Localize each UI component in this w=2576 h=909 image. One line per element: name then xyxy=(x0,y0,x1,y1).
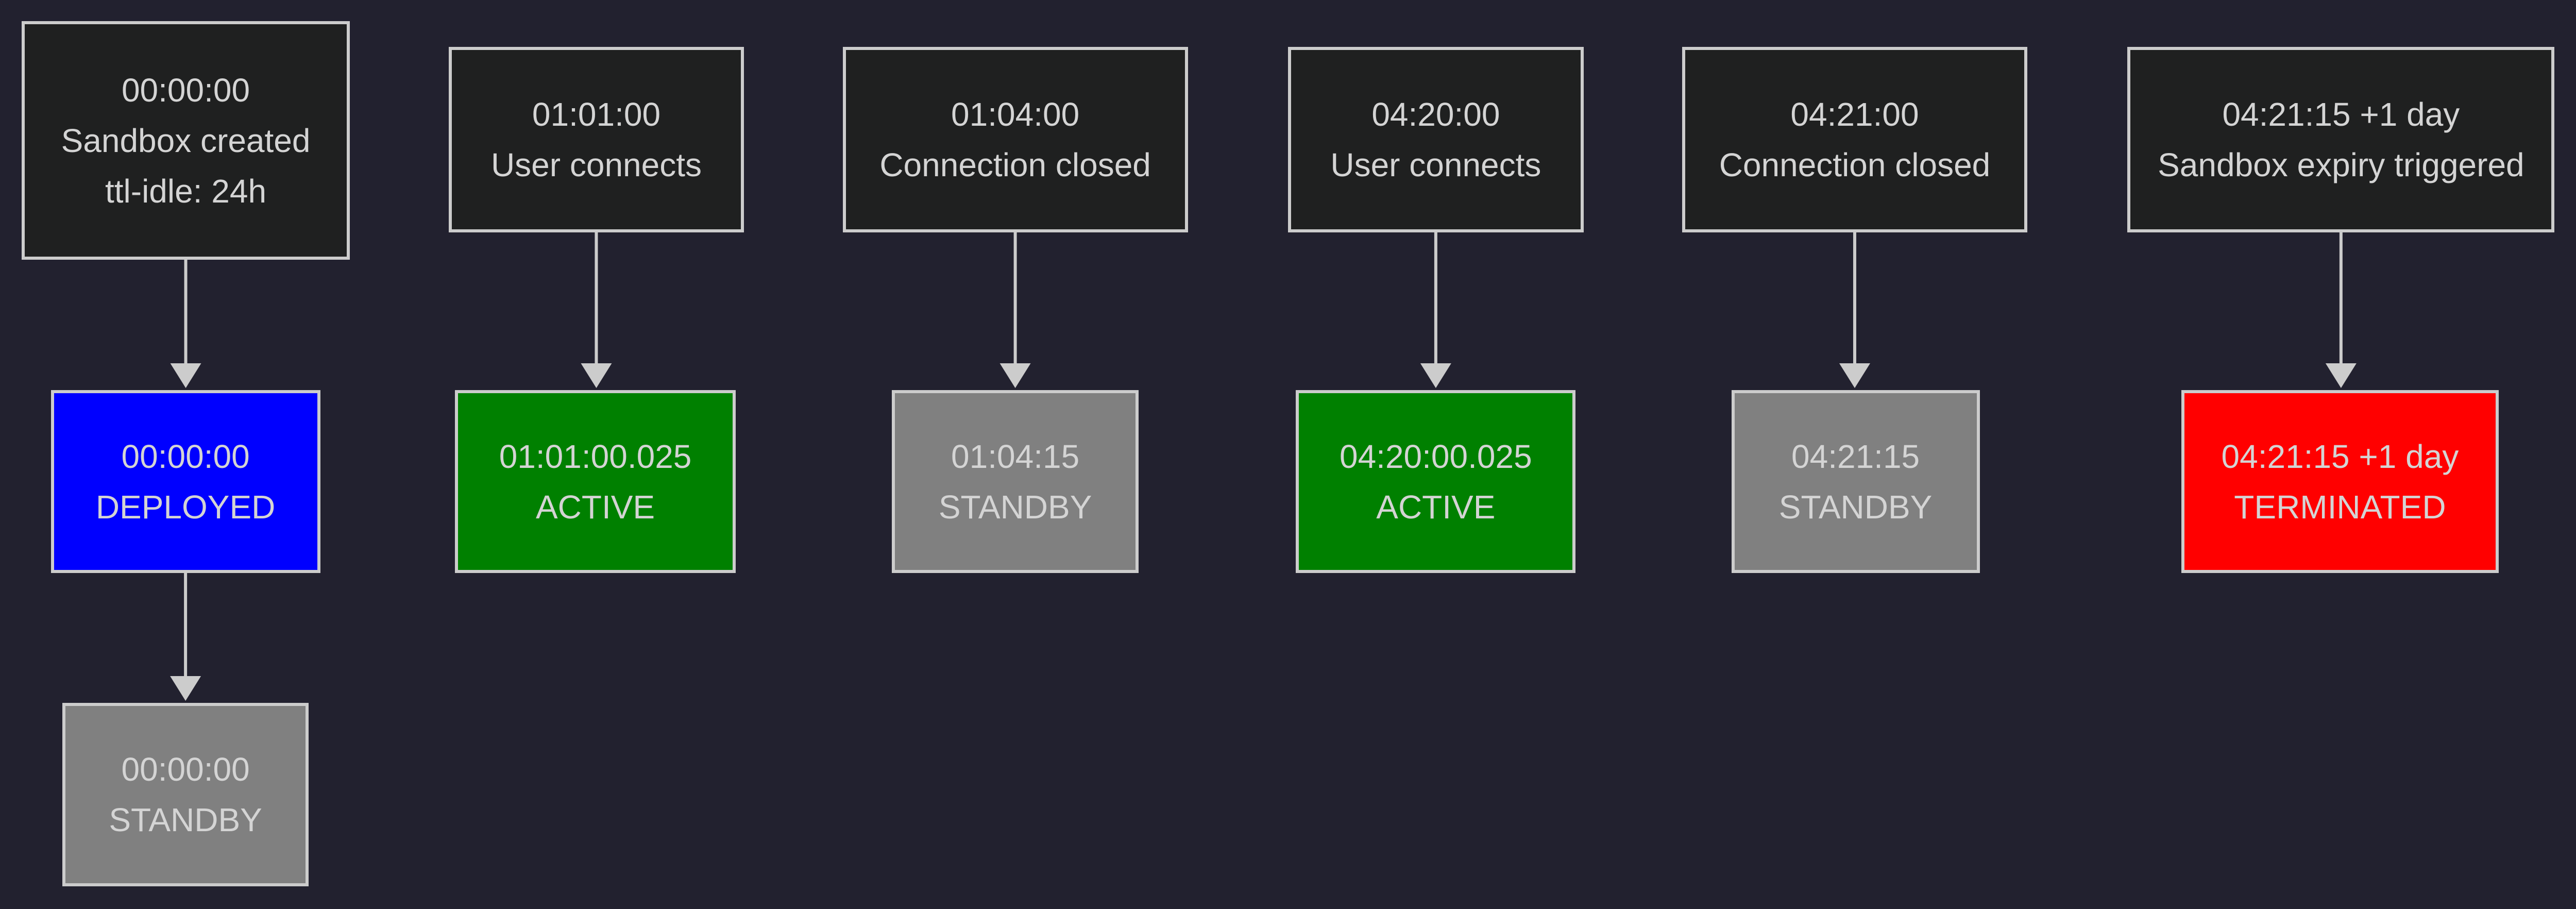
state-label: STANDBY xyxy=(938,488,1092,526)
edge-e4-s4 xyxy=(1839,232,1870,388)
state-label: DEPLOYED xyxy=(95,488,276,526)
state-label: TERMINATED xyxy=(2234,488,2446,526)
state-standby-2: 04:21:15 STANDBY xyxy=(1731,390,1980,573)
state-deployed: 00:00:00 DEPLOYED xyxy=(50,390,320,573)
event-time: 04:21:15 +1 day xyxy=(2222,96,2460,133)
event-time: 00:00:00 xyxy=(121,71,250,109)
event-user-connects-1: 01:01:00 User connects xyxy=(448,47,744,232)
event-label: User connects xyxy=(490,146,702,183)
state-time: 04:20:00.025 xyxy=(1339,437,1532,475)
state-standby-1: 01:04:15 STANDBY xyxy=(892,390,1139,573)
state-label: STANDBY xyxy=(109,801,262,838)
event-label: User connects xyxy=(1330,146,1541,183)
event-connection-closed-1: 01:04:00 Connection closed xyxy=(842,47,1188,232)
arrowhead-icon xyxy=(170,676,201,701)
state-label: ACTIVE xyxy=(1376,488,1496,526)
edge-e0-s0 xyxy=(170,260,201,388)
edge-e1-s1 xyxy=(581,232,612,388)
state-time: 01:01:00.025 xyxy=(499,437,692,475)
state-label: ACTIVE xyxy=(535,488,655,526)
event-time: 01:01:00 xyxy=(532,96,661,133)
event-user-connects-2: 04:20:00 User connects xyxy=(1288,47,1584,232)
state-time: 00:00:00 xyxy=(121,437,250,475)
state-active-1: 01:01:00.025 ACTIVE xyxy=(454,390,736,573)
edge-e3-s3 xyxy=(1420,232,1451,388)
arrowhead-icon xyxy=(1420,363,1451,388)
state-standby-initial: 00:00:00 STANDBY xyxy=(62,703,309,886)
arrowhead-icon xyxy=(999,363,1031,388)
event-sandbox-expiry: 04:21:15 +1 day Sandbox expiry triggered xyxy=(2127,47,2555,232)
event-label: Sandbox expiry triggered xyxy=(2158,146,2524,183)
state-time: 04:21:15 xyxy=(1791,437,1920,475)
event-label: Connection closed xyxy=(1719,146,1991,183)
state-time: 00:00:00 xyxy=(121,751,250,788)
edge-s0-s6 xyxy=(170,573,201,701)
state-active-2: 04:20:00.025 ACTIVE xyxy=(1296,390,1576,573)
arrowhead-icon xyxy=(170,363,201,388)
arrowhead-icon xyxy=(2325,363,2357,388)
event-extra: ttl-idle: 24h xyxy=(105,172,267,210)
state-time: 01:04:15 xyxy=(951,437,1080,475)
edge-e5-s5 xyxy=(2325,232,2357,388)
event-time: 01:04:00 xyxy=(951,96,1080,133)
arrowhead-icon xyxy=(581,363,612,388)
arrowhead-icon xyxy=(1839,363,1870,388)
state-label: STANDBY xyxy=(1778,488,1933,526)
event-sandbox-created: 00:00:00 Sandbox created ttl-idle: 24h xyxy=(21,21,350,260)
edge-e2-s2 xyxy=(999,232,1031,388)
event-time: 04:21:00 xyxy=(1790,96,1919,133)
event-label: Connection closed xyxy=(879,146,1151,183)
state-time: 04:21:15 +1 day xyxy=(2221,437,2459,475)
event-connection-closed-2: 04:21:00 Connection closed xyxy=(1682,47,2028,232)
event-time: 04:20:00 xyxy=(1371,96,1500,133)
event-label: Sandbox created xyxy=(61,122,311,159)
state-terminated: 04:21:15 +1 day TERMINATED xyxy=(2181,390,2499,573)
